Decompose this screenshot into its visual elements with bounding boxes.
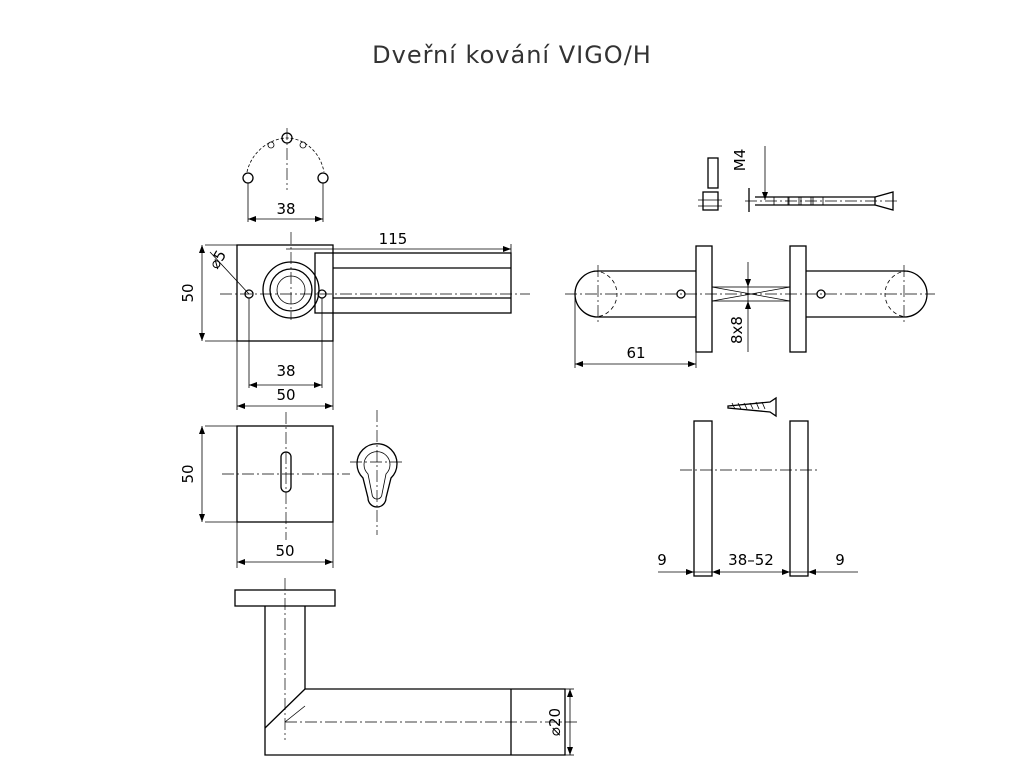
lever-rose-front-view [199,232,530,410]
dim-38-top: 38 [276,200,295,218]
dim-9-right: 9 [835,551,845,569]
screw-spindle-detail [698,146,900,212]
dim-50-left2: 50 [179,464,197,483]
lever-side-profile [234,578,580,756]
dim-8x8: 8x8 [728,316,746,344]
key-escutcheon-view [199,410,405,568]
dim-diameter-5: ⌀5 [205,247,230,272]
dim-9-left: 9 [657,551,667,569]
dim-50-left: 50 [179,283,197,302]
dim-38-52: 38–52 [728,551,774,569]
rosette-fixing-detail [242,128,329,222]
wood-screw-icon [727,396,777,418]
drawing-title: Dveřní kování VIGO/H [372,41,652,69]
dim-50-mid: 50 [276,386,295,404]
dim-50-bottom: 50 [275,542,294,560]
assembly-side-view [565,245,935,368]
dim-61: 61 [626,344,645,362]
dim-m4: M4 [731,149,749,172]
door-thickness-view [658,420,858,577]
dim-38-mid: 38 [276,362,295,380]
dim-115: 115 [379,230,408,248]
dim-diameter-20: ⌀20 [546,708,564,736]
